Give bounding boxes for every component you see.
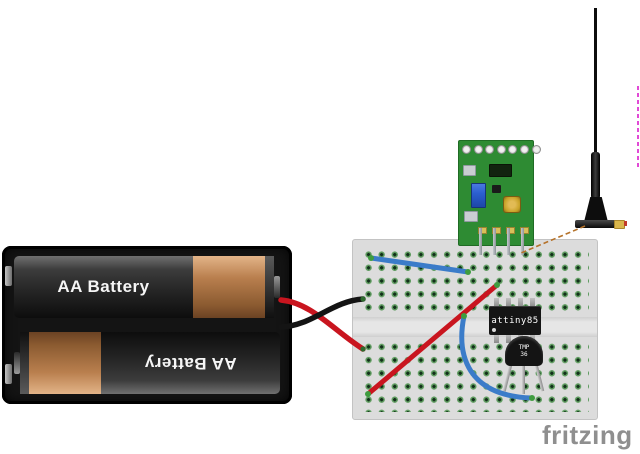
wire-end: [529, 395, 535, 401]
battery-copper-band: [193, 256, 265, 318]
chip-pin: [518, 298, 523, 307]
inductor-component: [471, 183, 486, 208]
pcb-hole-icon: [531, 145, 541, 154]
red-jumper-wire[interactable]: [365, 282, 500, 397]
wire-end: [365, 391, 371, 397]
wire-end: [368, 255, 374, 261]
crystal-component: [503, 196, 521, 213]
fritzing-watermark: fritzing: [542, 420, 633, 450]
solder-pad: [506, 227, 515, 234]
chip-pin: [494, 298, 499, 307]
solder-pad: [478, 227, 487, 234]
chip-label: attiny85: [491, 315, 539, 326]
wire-end: [461, 313, 467, 319]
battery-terminal-nub: [274, 276, 280, 298]
battery-negative-wire[interactable]: [278, 296, 366, 330]
pcb-hole-icon: [473, 145, 483, 154]
pcb-hole-icon: [496, 145, 506, 154]
chip-pin: [506, 298, 511, 307]
chip-pin1-dot: [492, 328, 496, 332]
rf-module-header-holes: [462, 145, 541, 154]
sensor-label-line2: 36: [520, 351, 528, 358]
pcb-hole-icon: [508, 145, 518, 154]
battery-label: AA Battery: [57, 277, 150, 296]
breadboard[interactable]: [352, 239, 598, 420]
blue-jumper-wire-curved[interactable]: [459, 313, 535, 401]
ratsnest-dashed-line[interactable]: [520, 225, 586, 254]
battery-contact: [5, 364, 12, 384]
wire-end: [360, 296, 366, 302]
smd-component: [463, 165, 476, 176]
antenna-lower-rod[interactable]: [591, 152, 600, 199]
blue-jumper-wire-top[interactable]: [368, 255, 471, 275]
chip-pin: [530, 298, 535, 307]
battery-holder[interactable]: AA Battery AA Battery: [2, 246, 292, 404]
sensor-leg: [522, 364, 525, 394]
antenna-connector-tip: [624, 221, 627, 226]
battery-positive-wire[interactable]: [278, 297, 366, 352]
pcb-hole-icon: [485, 145, 495, 154]
battery-body: AA Battery: [14, 256, 193, 318]
module-pin: [493, 228, 496, 255]
battery-contact: [5, 266, 12, 286]
wire-end: [494, 282, 500, 288]
attiny85-chip[interactable]: attiny85: [489, 306, 541, 335]
tmp36-sensor[interactable]: TMP 36: [505, 336, 543, 366]
solder-pad: [492, 227, 501, 234]
wire-end: [360, 346, 366, 352]
solder-pad: [520, 227, 529, 234]
smd-component: [464, 211, 478, 222]
module-pin: [507, 228, 510, 255]
antenna-whip-rod[interactable]: [594, 8, 597, 154]
battery-cap: [265, 256, 274, 318]
pcb-hole-icon: [519, 145, 529, 154]
chip-pin: [506, 334, 511, 343]
antenna-base[interactable]: [575, 220, 616, 228]
module-pin: [479, 228, 482, 255]
pcb-hole-icon: [462, 145, 471, 154]
wire-end: [465, 269, 471, 275]
smd-component: [492, 185, 501, 193]
smd-ic: [489, 164, 512, 177]
sensor-label-line1: TMP: [518, 344, 530, 351]
module-pin: [521, 228, 524, 255]
chip-pin: [494, 334, 499, 343]
aa-battery-top[interactable]: AA Battery: [14, 256, 280, 318]
